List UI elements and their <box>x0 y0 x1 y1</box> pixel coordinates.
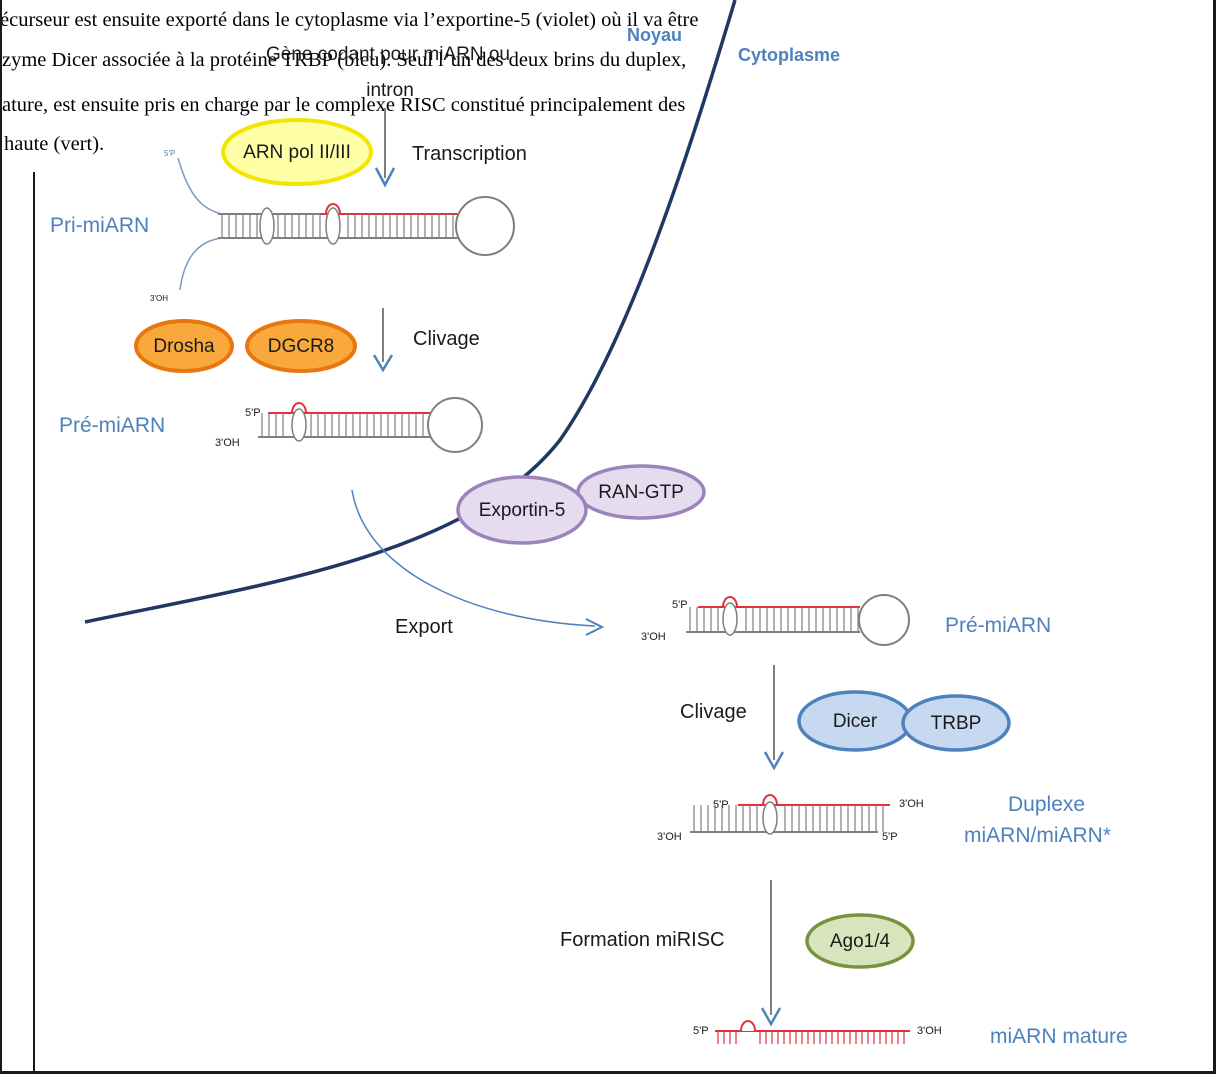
clivage1-arrow-head <box>372 354 394 373</box>
ago-ellipse <box>805 913 915 969</box>
pri-three-prime: 3'OH <box>150 294 168 303</box>
duplex-label-line-2: miARN/miARN* <box>964 824 1111 847</box>
pri-tail-5 <box>177 157 223 215</box>
duplex-five-prime: 5'P <box>713 799 729 811</box>
export-curve <box>351 489 596 627</box>
dicer-label: Dicer <box>833 711 878 732</box>
paragraph-line-3: ature, est ensuite pris en charge par le… <box>2 94 686 116</box>
export-label: Export <box>395 616 453 638</box>
trbp-ellipse <box>901 694 1011 752</box>
gene-label-line-2: intron <box>366 80 414 101</box>
ago-label: Ago1/4 <box>830 931 891 952</box>
frame-right-border <box>1213 0 1216 1074</box>
duplex-three-prime-left: 3'OH <box>657 831 682 843</box>
pre-mirna-nucleus-hairpin <box>258 397 483 453</box>
mature-mirna <box>715 1020 910 1044</box>
nucleus-label: Noyau <box>627 25 682 45</box>
pri-mirna-label: Pri-miARN <box>50 214 149 237</box>
pre-nucleus-five-prime: 5'P <box>245 407 261 419</box>
polymerase-ellipse <box>221 118 373 186</box>
clivage2-label: Clivage <box>680 701 747 723</box>
pri-mirna-hairpin <box>218 196 515 256</box>
pre-cyto-three-prime: 3'OH <box>641 631 666 643</box>
transcription-label: Transcription <box>412 143 527 165</box>
duplex-five-prime-right: 5'P <box>882 831 898 843</box>
mature-three-prime: 3'OH <box>917 1025 942 1037</box>
transcription-arrow-head <box>374 167 396 188</box>
exportin-label: Exportin-5 <box>479 500 566 521</box>
formation-arrow-head <box>760 1007 782 1027</box>
paragraph-line-2: zyme Dicer associée à la protéine TRBP (… <box>2 49 687 71</box>
drosha-ellipse <box>134 319 234 373</box>
formation-label: Formation miRISC <box>560 929 724 951</box>
pre-mirna-nucleus-label: Pré-miARN <box>59 414 165 437</box>
pre-mirna-cyto-label: Pré-miARN <box>945 614 1051 637</box>
dgcr8-label: DGCR8 <box>268 336 335 357</box>
drosha-label: Drosha <box>153 336 215 357</box>
pre-mirna-cyto-hairpin <box>686 594 910 646</box>
export-arrow-head <box>585 618 605 636</box>
exportin-ellipse <box>456 475 588 545</box>
frame-bottom-border <box>0 1071 1216 1074</box>
pri-tail-3 <box>179 237 223 291</box>
mature-five-prime: 5'P <box>693 1025 709 1037</box>
paragraph-line-1: écurseur est ensuite exporté dans le cyt… <box>0 9 699 31</box>
clivage1-label: Clivage <box>413 328 480 350</box>
pre-nucleus-three-prime: 3'OH <box>215 437 240 449</box>
paragraph-line-4: haute (vert). <box>4 133 105 155</box>
nuclear-membrane <box>84 0 737 624</box>
clivage2-arrow-head <box>763 751 785 771</box>
gene-label-line-1: Gène codant pour miARN ou <box>266 44 510 65</box>
pri-five-prime: 5'P <box>164 149 175 158</box>
cytoplasm-label: Cytoplasme <box>738 45 840 65</box>
duplex-label-line-1: Duplexe <box>1008 793 1085 816</box>
frame-inner-border <box>33 172 35 1074</box>
mature-mirna-label: miARN mature <box>990 1025 1128 1048</box>
ran-gtp-label: RAN-GTP <box>598 482 684 503</box>
polymerase-label: ARN pol II/III <box>243 142 351 163</box>
frame-left-border <box>0 0 2 1074</box>
duplex-three-prime-right: 3'OH <box>899 798 924 810</box>
duplex-mirna <box>690 794 890 835</box>
dgcr8-ellipse <box>245 319 357 373</box>
pre-cyto-five-prime: 5'P <box>672 599 688 611</box>
trbp-label: TRBP <box>931 713 982 734</box>
